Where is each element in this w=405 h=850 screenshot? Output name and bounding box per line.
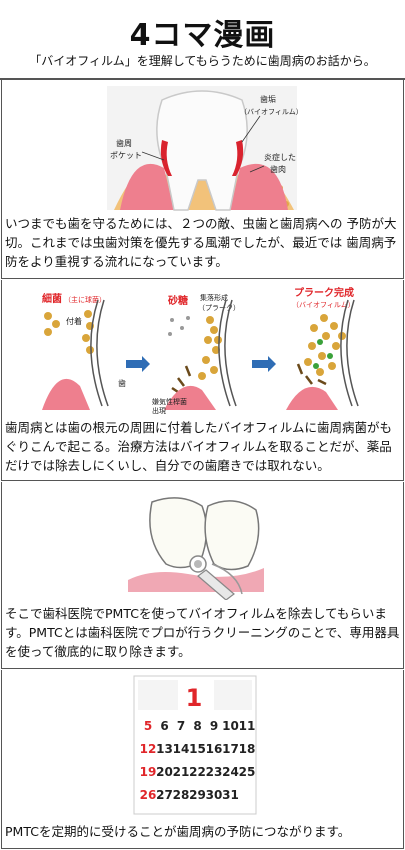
label-sugar: 砂糖 — [167, 294, 188, 307]
calendar-day: 31 — [222, 788, 239, 802]
gum-area — [128, 568, 264, 592]
calendar-day: 11 — [239, 719, 256, 733]
rod-bacteria-3 — [296, 363, 327, 386]
calendar-day: 22 — [189, 765, 206, 779]
calendar-day: 7 — [177, 719, 185, 733]
calendar-day: 21 — [173, 765, 190, 779]
calendar-day: 20 — [156, 765, 173, 779]
label-bacteria: 細菌 — [42, 292, 62, 305]
leader-plaque — [241, 115, 261, 143]
tooth-surface-2 — [218, 299, 231, 407]
tooth-surface-3 — [340, 299, 353, 407]
calendar-day: 28 — [173, 788, 190, 802]
pmtc-cleaning-illustration — [128, 497, 264, 600]
calendar-day: 8 — [193, 719, 201, 733]
gum-stage-3 — [286, 386, 338, 410]
gum-stage-2 — [164, 385, 216, 410]
header: 4コマ漫画 「バイオフィルム」を理解してもらうために歯周病のお話から。 — [0, 0, 405, 80]
calendar-day: 5 — [144, 719, 152, 733]
calendar-day: 14 — [173, 742, 190, 756]
label-biofilm: （バイオフィルム） — [240, 108, 303, 116]
tool-line — [211, 563, 243, 595]
arrow-2-icon — [252, 356, 276, 372]
tooth-surface-3b — [346, 299, 359, 407]
calendar-day: 13 — [156, 742, 173, 756]
calendar-day: 29 — [189, 788, 206, 802]
biofilm-formation-diagram: 細菌 （主に球菌） 付着 歯 砂糖 集落形成 （プラーク） 嫌気性桿菌 出現 — [42, 286, 359, 415]
calendar-day: 27 — [156, 788, 173, 802]
label-attach: 付着 — [66, 316, 82, 326]
calendar-day: 6 — [160, 719, 168, 733]
gum-stage-1 — [42, 378, 90, 410]
bacteria-stage-2 — [198, 316, 222, 380]
label-tooth: 歯 — [118, 378, 126, 388]
label-plaque-done: プラーク完成 — [294, 286, 354, 299]
comic-panel-2: 細菌 （主に球菌） 付着 歯 砂糖 集落形成 （プラーク） 嫌気性桿菌 出現 — [1, 280, 404, 481]
bacteria-stage-3 — [304, 314, 346, 376]
label-pocket-2: ポケット — [110, 151, 142, 160]
panel-3-caption: そこで歯科医院でPMTCを使ってバイオフィルムを除去してもらいます。PMTCとは… — [5, 606, 400, 659]
arrow-1-icon — [126, 356, 150, 372]
calendar-month: 1 — [186, 684, 203, 712]
calendar-day: 16 — [206, 742, 223, 756]
calendar-header-left — [138, 680, 178, 710]
tooth-surface-1b — [96, 299, 109, 407]
calendar-day: 24 — [222, 765, 239, 779]
panel-4-caption: PMTCを定期的に受けることが歯周病の予防につながります。 — [5, 824, 351, 839]
label-pocket-1: 歯周 — [116, 138, 132, 148]
calendar-day: 26 — [140, 788, 157, 802]
tooth-right — [204, 500, 260, 571]
calendar-day: 18 — [239, 742, 256, 756]
page-title: 4コマ漫画 — [129, 18, 276, 53]
calendar-day: 12 — [140, 742, 157, 756]
comic-panel-1: 歯垢 （バイオフィルム） 歯周 ポケット 炎症した 歯肉 いつまでも歯を守るため… — [1, 80, 404, 279]
plaque-right — [232, 140, 244, 176]
calendar-day: 9 — [210, 719, 218, 733]
label-gum-2: 歯肉 — [270, 164, 286, 174]
sugar-dots — [168, 316, 190, 336]
tooth-surface-2b — [224, 299, 237, 407]
leader-gum — [249, 165, 265, 173]
label-gum-1: 炎症した — [264, 152, 296, 162]
rod-bacteria-2 — [171, 365, 192, 394]
calendar-day: 30 — [206, 788, 223, 802]
brush-center — [194, 560, 202, 568]
pmtc-tool-handle — [197, 569, 235, 600]
comic-panel-3: そこで歯科医院でPMTCを使ってバイオフィルムを除去してもらいます。PMTCとは… — [1, 482, 404, 669]
tooth-cross-section-illustration: 歯垢 （バイオフィルム） 歯周 ポケット 炎症した 歯肉 — [107, 86, 303, 211]
calendar-day: 17 — [222, 742, 239, 756]
calendar-day: 23 — [206, 765, 223, 779]
label-colony-1: 集落形成 — [200, 293, 228, 302]
calendar-day: 25 — [239, 765, 256, 779]
calendar-day: 10 — [222, 719, 239, 733]
gum-left — [120, 163, 174, 210]
label-anaerobe-1: 嫌気性桿菌 — [152, 397, 187, 406]
plaque-left — [160, 140, 172, 176]
calendar-day: 19 — [140, 765, 157, 779]
label-plaque: 歯垢 — [260, 94, 276, 104]
panel-2-caption: 歯周病とは歯の根元の周囲に付着したバイオフィルムに歯周病菌がもぐりこんで起こる。… — [5, 420, 393, 473]
label-anaerobe-2: 出現 — [152, 406, 166, 415]
gum-right — [230, 163, 288, 210]
panel-1-caption: いつまでも歯を守るためには、２つの敵、虫歯と歯周病への 予防が大切。これまでは虫… — [5, 216, 397, 269]
label-colony-2: （プラーク） — [198, 304, 240, 312]
calendar-day: 15 — [189, 742, 206, 756]
tooth-surface-1 — [90, 299, 103, 407]
label-plaque-done-sub: （バイオフィルム） — [292, 301, 355, 309]
page-subtitle: 「バイオフィルム」を理解してもらうために歯周病のお話から。 — [29, 54, 376, 68]
green-bacteria — [313, 339, 333, 369]
leader-pocket — [141, 151, 165, 161]
calendar-header-right — [214, 680, 252, 710]
label-bacteria-sub: （主に球菌） — [64, 295, 106, 304]
